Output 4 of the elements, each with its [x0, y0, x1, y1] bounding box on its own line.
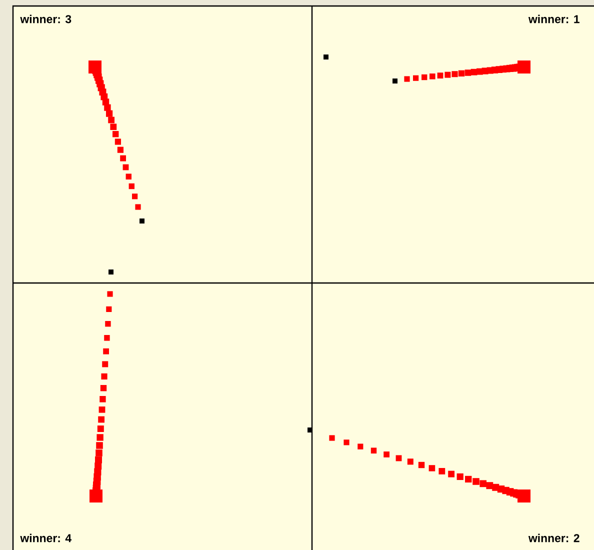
winner-label: winner: 1	[528, 14, 580, 24]
winner-label: winner: 2	[528, 534, 580, 542]
winner-label: winner: 3	[20, 14, 72, 24]
winner-label: winner: 4	[20, 534, 72, 542]
